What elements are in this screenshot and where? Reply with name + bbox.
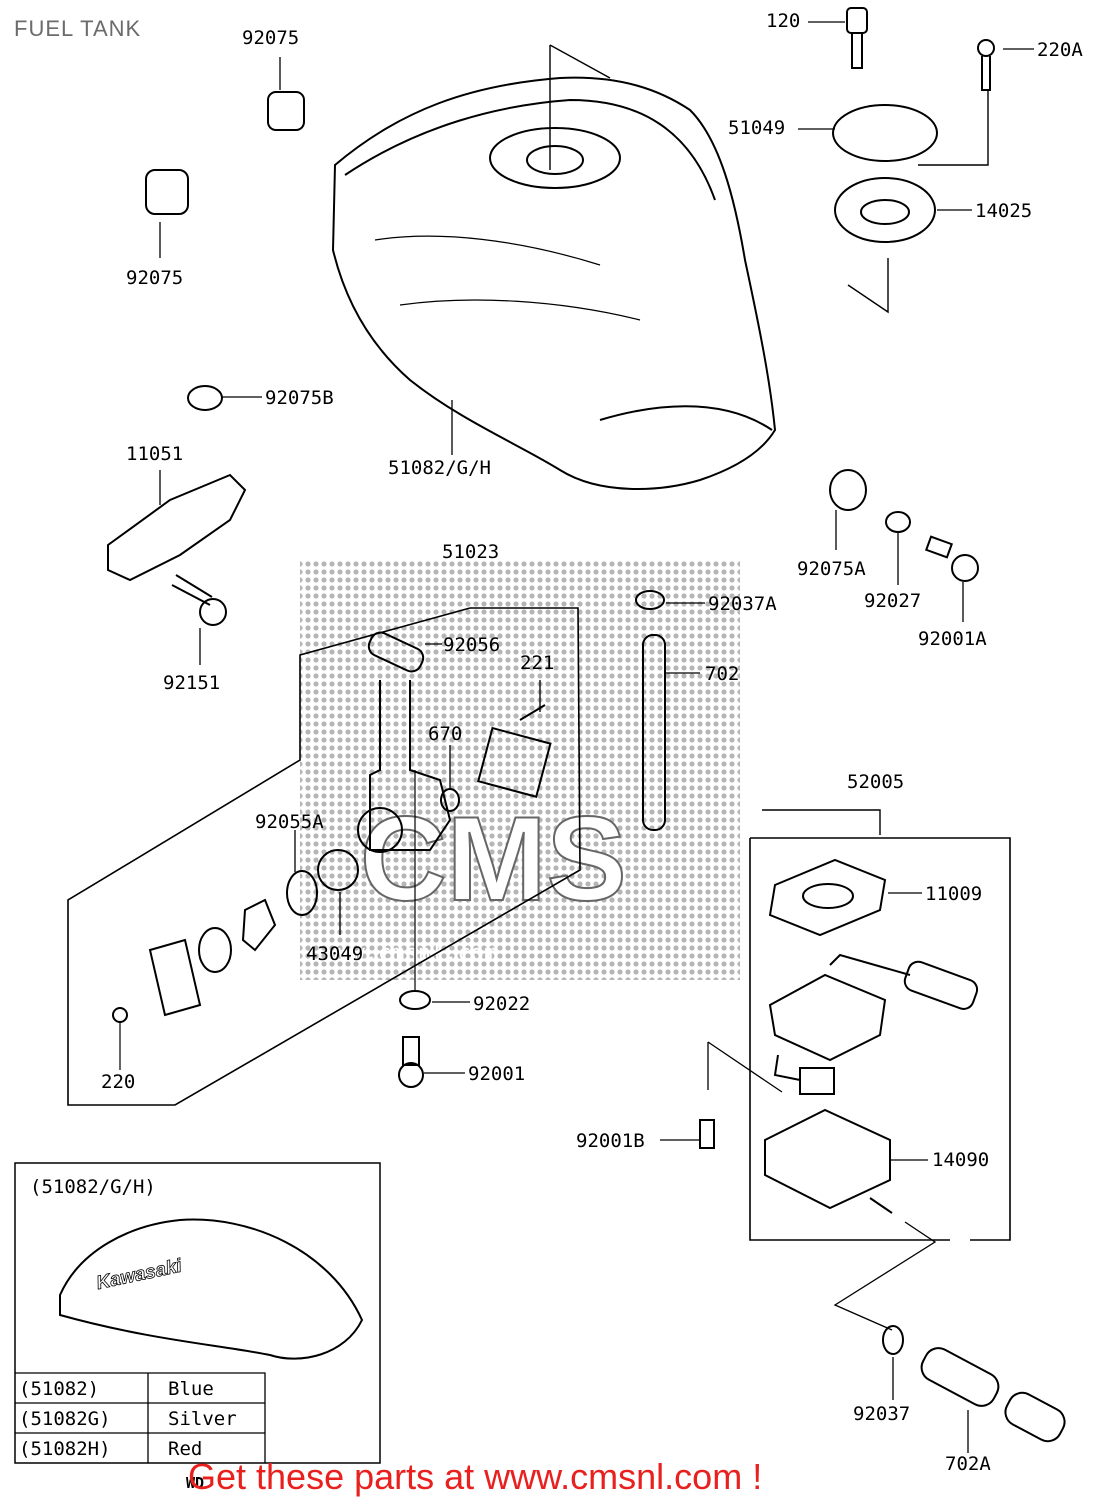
watermark-logo-text: CMS [360, 792, 627, 926]
label-92022: 92022 [473, 993, 530, 1015]
gasket-92056 [367, 631, 425, 673]
part-labels: 92075 120 220A 51049 14025 92075 92075B … [101, 10, 1083, 1475]
sender-float [903, 960, 979, 1010]
washer-92022 [399, 990, 431, 1010]
bolt-92001A [924, 535, 954, 559]
watermark-url-text: www.cmsnl.com [325, 941, 497, 966]
label-702A: 702A [945, 1453, 991, 1475]
color-row-color: Blue [168, 1378, 214, 1400]
o-ring-92055A [286, 870, 318, 916]
grommet-92075B [187, 385, 223, 411]
label-92027: 92027 [864, 590, 921, 612]
label-52005: 52005 [847, 771, 904, 793]
color-row-color: Silver [168, 1408, 237, 1430]
bolt-92001B [699, 1119, 715, 1149]
color-variant-inset [14, 1162, 381, 1464]
sender-cover-14090 [764, 1108, 891, 1210]
footer-code: WD [186, 1474, 205, 1492]
label-92056: 92056 [443, 634, 500, 656]
label-14090: 14090 [932, 1149, 989, 1171]
bolt-92151 [199, 598, 227, 626]
fuel-gauge-assembly-outline [749, 837, 1011, 1241]
label-92001A: 92001A [918, 628, 987, 650]
color-row-color: Red [168, 1438, 202, 1460]
fuel-tank-body [331, 76, 777, 490]
label-92037A: 92037A [708, 593, 777, 615]
cap-base-ring [834, 177, 936, 243]
fuel-cock-body [369, 680, 452, 851]
label-92001B: 92001B [576, 1130, 645, 1152]
cms-watermark [300, 560, 740, 980]
sender-connector [799, 1067, 835, 1095]
label-670: 670 [428, 723, 462, 745]
color-table: (51082/G/H) (51082) Blue (51082G) Silver… [19, 1176, 237, 1460]
screw-221 [519, 704, 546, 721]
label-43049: 43049 [306, 943, 363, 965]
lever-plate [148, 938, 202, 1017]
color-row-part: (51082H) [19, 1438, 111, 1460]
color-row-part: (51082) [19, 1378, 99, 1400]
promo-link-text[interactable]: Get these parts at www.cmsnl.com ! [188, 1456, 763, 1497]
label-92075B: 92075B [265, 387, 334, 409]
label-92075-left: 92075 [126, 267, 183, 289]
label-92075A: 92075A [797, 558, 866, 580]
bracket-11051 [107, 473, 247, 582]
collar-92027 [885, 511, 911, 533]
label-220A: 220A [1037, 39, 1083, 61]
tank-filler-ring [489, 127, 621, 189]
label-220: 220 [101, 1071, 135, 1093]
label-11009: 11009 [925, 883, 982, 905]
inset-brand-badge: Kawasaki [95, 1255, 185, 1294]
label-92075-top: 92075 [242, 27, 299, 49]
label-120: 120 [766, 10, 800, 32]
label-51023: 51023 [442, 541, 499, 563]
label-221: 221 [520, 652, 554, 674]
clip-92037A [635, 590, 665, 610]
label-51049: 51049 [728, 117, 785, 139]
screw-220 [112, 1007, 128, 1023]
cover-plate [477, 726, 552, 798]
label-92151: 92151 [163, 672, 220, 694]
color-table-caption: (51082/G/H) [30, 1176, 156, 1198]
color-row-part: (51082G) [19, 1408, 111, 1430]
label-14025: 14025 [975, 200, 1032, 222]
clip-92037 [882, 1325, 904, 1355]
bolt-120 [846, 7, 868, 34]
gasket-11009 [768, 858, 887, 937]
damper-92075-left [145, 169, 189, 215]
page-title: FUEL TANK [14, 16, 142, 41]
hose-702A-lower [1004, 1391, 1066, 1443]
label-702: 702 [705, 663, 739, 685]
washer [198, 927, 232, 973]
label-92001: 92001 [468, 1063, 525, 1085]
inset-tank-silhouette [59, 1218, 364, 1360]
grommet-92075A [829, 469, 867, 511]
fuel-cock-assembly-outline [67, 607, 581, 1106]
hose-702A-upper [920, 1347, 1000, 1407]
sender-float-arm [829, 953, 911, 976]
label-92055A: 92055A [255, 811, 324, 833]
bolt-92001 [402, 1036, 420, 1066]
fuel-cap [832, 104, 938, 162]
label-11051: 11051 [126, 443, 183, 465]
diaphragm-43049 [317, 849, 359, 891]
fuel-level-sender [768, 973, 887, 1062]
label-51082GH: 51082/G/H [388, 457, 491, 479]
damper-92075-top [267, 91, 305, 131]
label-92037: 92037 [853, 1403, 910, 1425]
hose-702 [642, 634, 666, 831]
lever [241, 898, 277, 952]
